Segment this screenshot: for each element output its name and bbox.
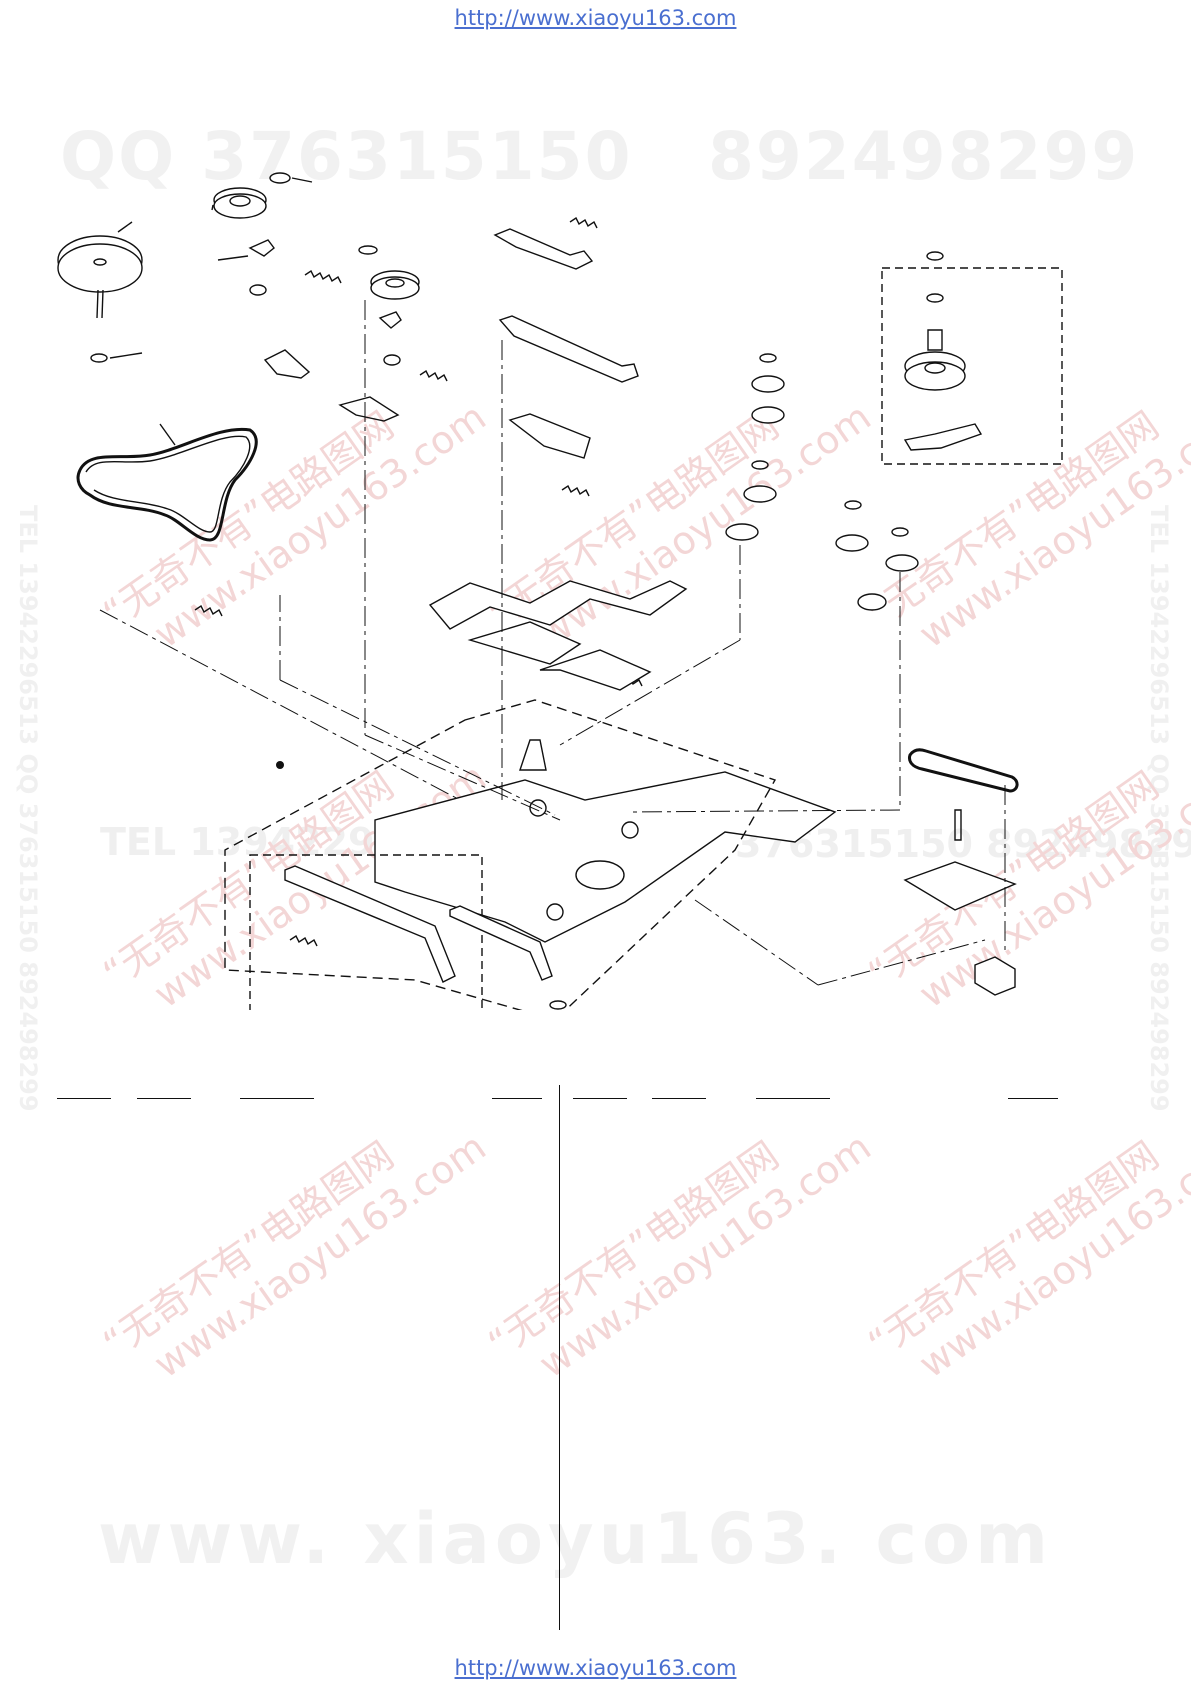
slider-plate <box>284 865 553 983</box>
marker-dot <box>276 761 284 769</box>
belt-part <box>76 427 258 542</box>
flywheel-part <box>57 221 143 319</box>
leader-lines <box>99 300 1006 986</box>
watermark-side-right: TEL 13942296513 QQ 376315150 892498299 <box>1145 505 1173 1112</box>
watermark-qq-right: 892498299 <box>708 118 1140 195</box>
watermark-side-left: TEL 13942296513 QQ 376315150 892498299 <box>14 505 42 1112</box>
washer-part <box>549 1000 567 1010</box>
table-header-rule <box>57 1098 111 1099</box>
reel-table-left <box>211 172 313 379</box>
main-chassis <box>374 739 837 943</box>
lever-part <box>493 228 639 459</box>
exploded-view-diagram <box>57 172 1063 1010</box>
table-header-rule <box>1008 1098 1058 1099</box>
pulley-part <box>903 251 983 451</box>
header-url-link[interactable]: http://www.xiaoyu163.com <box>454 6 737 30</box>
subassembly-box-right <box>881 267 1063 465</box>
watermark-bottom-url: www. xiaoyu163. com <box>98 1498 1054 1580</box>
reel-table-center <box>338 245 420 422</box>
table-header-rule <box>652 1098 706 1099</box>
table-header-rule <box>240 1098 314 1099</box>
table-header-rule <box>137 1098 191 1099</box>
footer-url-link[interactable]: http://www.xiaoyu163.com <box>454 1656 737 1680</box>
watermark-qq-left: QQ 376315150 <box>60 118 633 195</box>
gear-stack <box>725 353 919 611</box>
washer-part <box>90 352 143 363</box>
belt-small <box>908 748 1019 793</box>
subassembly-box-bottom-left <box>249 854 483 1010</box>
table-header-rule <box>492 1098 542 1099</box>
slide-assembly <box>428 580 688 691</box>
table-header-rule <box>756 1098 830 1099</box>
table-header-rule <box>573 1098 627 1099</box>
bracket-part <box>903 809 1017 996</box>
column-divider <box>559 1085 560 1630</box>
